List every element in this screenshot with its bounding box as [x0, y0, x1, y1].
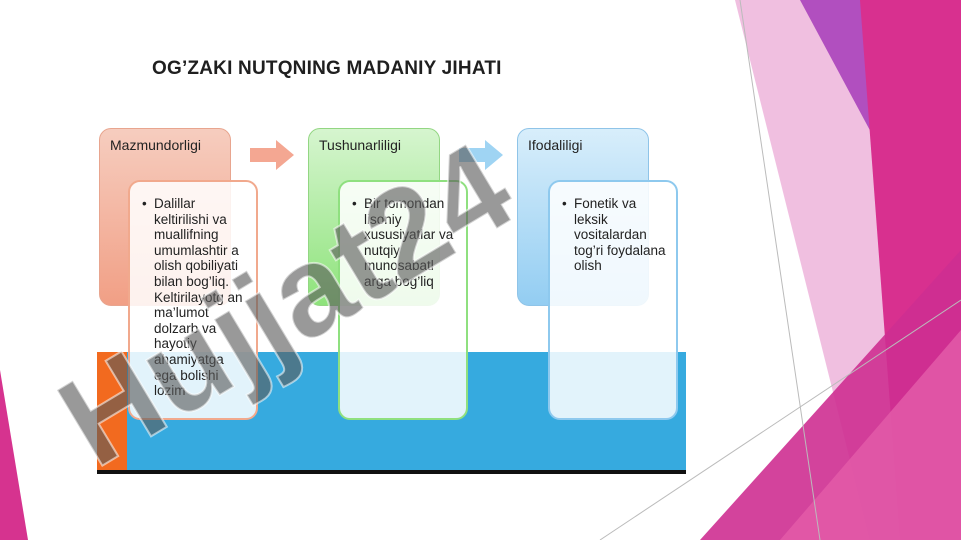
detail-box-mazmundorligi: • Dalillar keltirilishi va muallifning u… [128, 180, 258, 420]
slide-title: OG’ZAKI NUTQNING MADANIY JIHATI [152, 58, 502, 79]
header-label: Mazmundorligi [110, 137, 202, 153]
header-label: Ifodaliligi [528, 137, 583, 153]
arrow-right-icon [250, 140, 294, 170]
detail-text: Bir tomondan lisoniy xususiyatlar va nut… [364, 196, 454, 289]
bullet: • [142, 196, 147, 211]
band-bottom-line [97, 470, 686, 474]
bullet: • [352, 196, 357, 211]
detail-box-ifodaliligi: • Fonetik va leksik vositalardan tog’ri … [548, 180, 678, 420]
detail-text: Dalillar keltirilishi va muallifning umu… [154, 196, 243, 399]
header-label: Tushunarliligi [319, 137, 401, 153]
bullet: • [562, 196, 567, 211]
detail-text: Fonetik va leksik vositalardan tog’ri fo… [574, 196, 666, 274]
orange-band [97, 352, 127, 470]
detail-box-tushunarliligi: • Bir tomondan lisoniy xususiyatlar va n… [338, 180, 468, 420]
arrow-right-icon [459, 140, 503, 170]
